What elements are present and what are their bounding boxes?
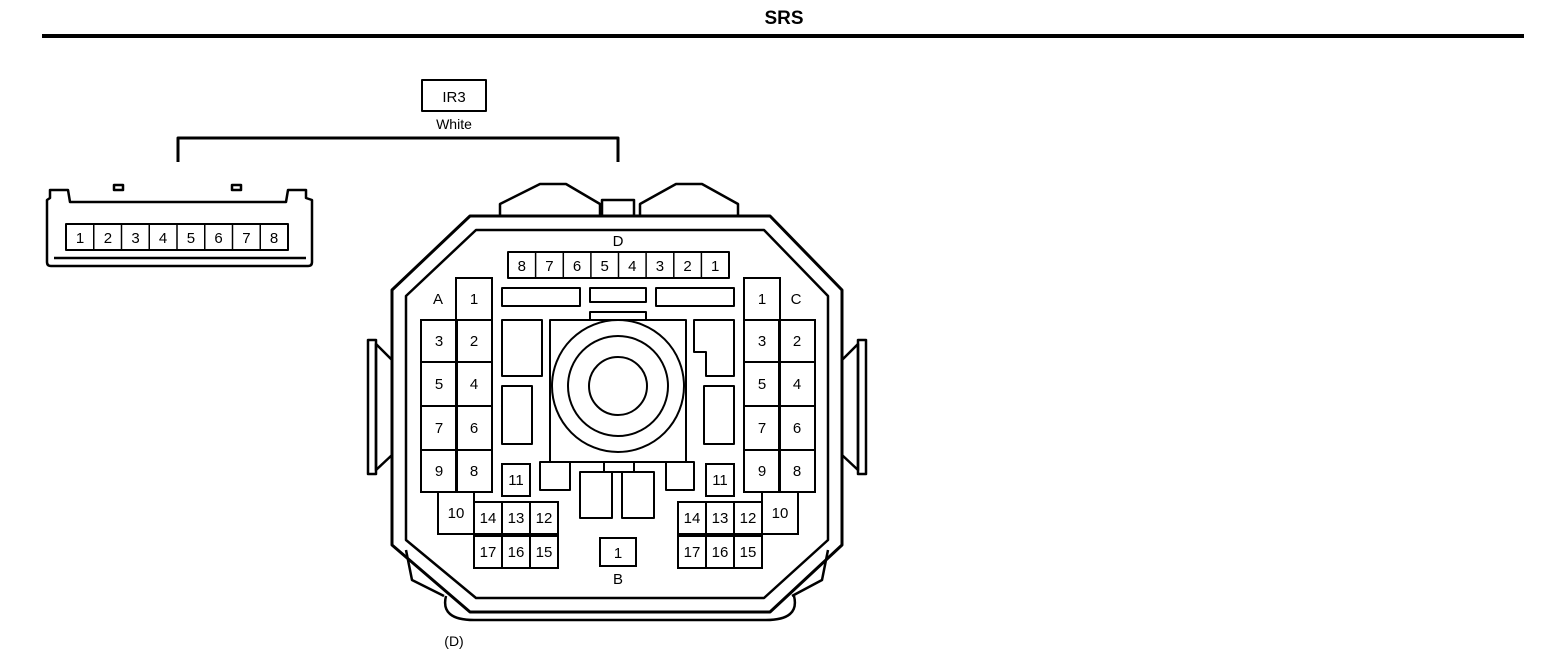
section-a-pin-cell: [529, 501, 559, 535]
section-c-pin: 4: [793, 376, 801, 393]
section-b-pin-cell: [599, 537, 637, 567]
section-a-pin: 15: [536, 544, 553, 561]
section-c-pin-cell: [705, 463, 735, 497]
section-d-pin: 6: [573, 258, 581, 275]
section-c-pin: 9: [758, 463, 766, 480]
harness-pin: 2: [104, 230, 112, 247]
section-d-pin: 5: [601, 258, 609, 275]
section-a-pin: 9: [435, 463, 443, 480]
harness-bracket: [176, 136, 620, 162]
section-a-pin-cell: [501, 463, 531, 497]
component-connector: [366, 182, 868, 622]
connector-caption: (D): [444, 633, 463, 649]
section-a-pin: 3: [435, 333, 443, 350]
section-label-c: C: [791, 291, 802, 308]
section-c-pin: 5: [758, 376, 766, 393]
section-c-pin: 3: [758, 333, 766, 350]
harness-pin: 3: [131, 230, 139, 247]
section-c-pin: 2: [793, 333, 801, 350]
section-d-pin: 7: [545, 258, 553, 275]
section-c-pin: 12: [740, 510, 757, 527]
section-a-pin: 8: [470, 463, 478, 480]
section-c-pin: 15: [740, 544, 757, 561]
section-a-pin: 10: [448, 505, 465, 522]
section-c-pin: 11: [712, 472, 728, 489]
section-a-pin: 4: [470, 376, 478, 393]
section-c-pin: 6: [793, 420, 801, 437]
section-b-pin: 1: [614, 545, 622, 562]
connector-color: White: [436, 116, 472, 132]
section-d-pin: 8: [518, 258, 526, 275]
section-c-pin-cell: [733, 535, 763, 569]
section-a-pin: 6: [470, 420, 478, 437]
harness-pin: 7: [242, 230, 250, 247]
title-rule: [42, 34, 1524, 38]
connector-code: IR3: [442, 89, 465, 106]
connector-inner-shell: [404, 228, 830, 600]
harness-pin-dividers: [93, 224, 261, 250]
section-a-pin: 5: [435, 376, 443, 393]
section-label-a: A: [433, 291, 443, 308]
section-a-pin: 11: [508, 472, 524, 489]
page-title: SRS: [764, 8, 804, 29]
center-features: [501, 287, 735, 519]
connector-outer-shell: [390, 214, 844, 614]
section-d-pin: 2: [683, 258, 691, 275]
section-a-pin: 1: [470, 291, 478, 308]
section-c-pin: 10: [772, 505, 789, 522]
harness-pin: 8: [270, 230, 278, 247]
section-c-pin: 17: [684, 544, 701, 561]
harness-connector: [45, 183, 314, 268]
section-c-pin: 14: [684, 510, 701, 527]
harness-pin: 1: [76, 230, 84, 247]
section-c-pin: 16: [712, 544, 729, 561]
section-c-pin: 8: [793, 463, 801, 480]
section-a-pin: 14: [480, 510, 497, 527]
section-a-pin: 16: [508, 544, 525, 561]
section-c-pin: 1: [758, 291, 766, 308]
section-a-pin: 13: [508, 510, 525, 527]
section-label-b: B: [613, 571, 623, 588]
section-a-pin-cell: [529, 535, 559, 569]
section-a-pin: 2: [470, 333, 478, 350]
section-a-pin: 17: [480, 544, 497, 561]
section-c-pin: 7: [758, 420, 766, 437]
connector-code-box: [421, 79, 487, 112]
section-c-pin-cell: [733, 501, 763, 535]
harness-pin: 6: [214, 230, 222, 247]
harness-pin: 4: [159, 230, 167, 247]
section-a-pin: 7: [435, 420, 443, 437]
section-a-pin: 12: [536, 510, 553, 527]
section-label-d: D: [613, 233, 624, 250]
section-d-pin: 3: [656, 258, 664, 275]
section-d-pin: 4: [628, 258, 636, 275]
section-c-pin: 13: [712, 510, 729, 527]
harness-pin: 5: [187, 230, 195, 247]
section-d-pin: 1: [711, 258, 719, 275]
